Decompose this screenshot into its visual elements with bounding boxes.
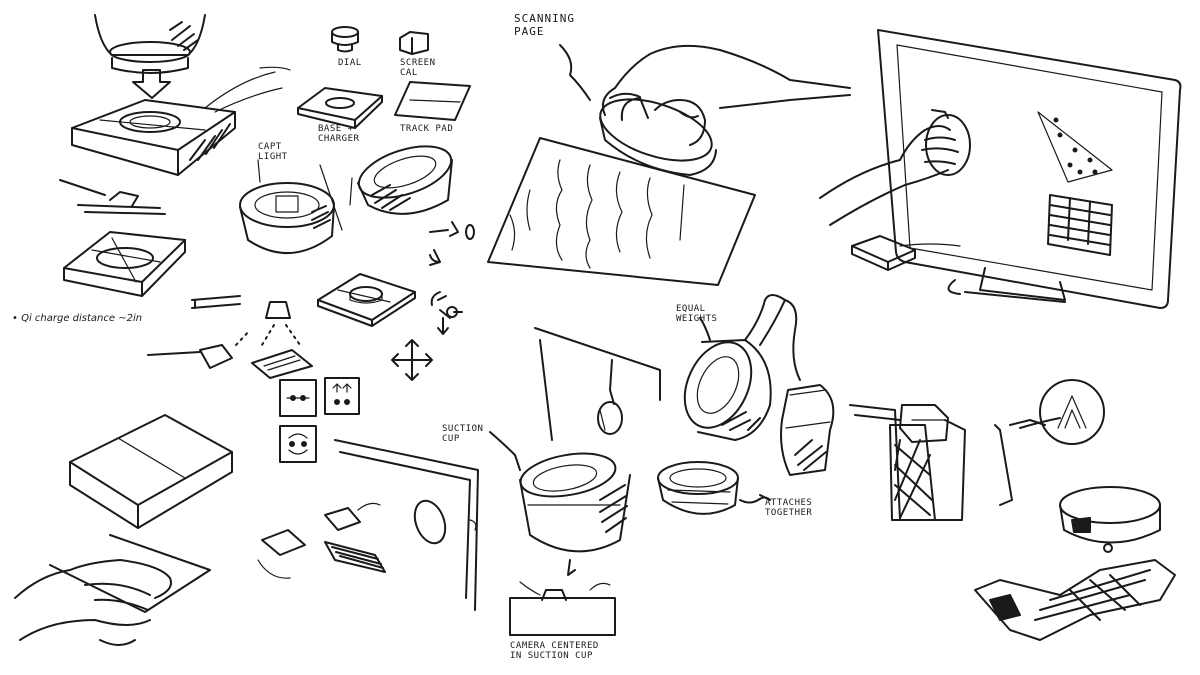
move-arrows-icon (391, 339, 433, 381)
monitor-sketch (877, 29, 1182, 309)
monitor-triangle-shape (1037, 111, 1113, 183)
monitor-edge-sketch (334, 439, 479, 611)
scanning-page-sketch (487, 137, 756, 286)
stand-frame-sketch (849, 404, 966, 521)
camera-in-suction-cup-sketch (509, 581, 616, 636)
hand-on-pad-sketch (14, 534, 211, 646)
screen-cal-sketch (399, 31, 429, 55)
puck-top-sketch (94, 14, 206, 74)
hand-on-monitor-sketch (819, 109, 971, 226)
label-scanning-page: SCANNING PAGE (514, 12, 575, 38)
label-attaches-together: ATTACHES TOGETHER (765, 498, 813, 518)
down-arrow-icon (132, 69, 171, 99)
base-with-puck-sketch (63, 231, 186, 297)
keyboard-sketch (324, 541, 386, 573)
label-track-pad: TRACK PAD (400, 124, 454, 134)
base-charger-small-sketch (297, 87, 383, 129)
leader-lines (489, 44, 1061, 501)
gesture-card-scroll (324, 377, 360, 415)
label-camera-centered: CAMERA CENTERED IN SUCTION CUP (510, 641, 599, 661)
qi-side-sketch (59, 179, 166, 215)
mini-pads-sketch (257, 502, 381, 579)
clip-detail-circle (1039, 379, 1105, 445)
small-pad-near-monitor (851, 235, 961, 271)
flat-base-large-sketch (69, 414, 233, 529)
puck-on-pad-sketch (317, 273, 416, 327)
lamp-stand-sketch (147, 295, 313, 379)
qi-charge-note: • Qi charge distance ~2in (12, 313, 143, 324)
scanner-puck-sketch (599, 92, 717, 176)
gesture-card-swipe (279, 379, 317, 417)
puck-with-pad-sketch (974, 486, 1176, 641)
suction-cup-puck-sketch (519, 452, 631, 576)
track-pad-sketch (394, 81, 471, 121)
label-screen-cal: SCREEN CAL (400, 58, 436, 78)
label-equal-weights: EQUAL WEIGHTS (676, 304, 718, 324)
gesture-card-rotate (279, 425, 317, 463)
hand-on-scanner-sketch (602, 44, 851, 146)
label-dial: DIAL (338, 58, 362, 68)
clip-sketch (994, 419, 1046, 506)
equal-weights-puck-sketch (683, 294, 801, 441)
puck-hanging-on-edge-sketch (534, 327, 661, 441)
label-suction-cup: SUCTION CUP (442, 424, 484, 444)
label-capt-light: CAPT LIGHT (258, 142, 288, 162)
monitor-text-block (1047, 194, 1113, 256)
puck-tilted-sketch (349, 145, 453, 215)
capt-light-puck-sketch (239, 159, 343, 254)
rotation-arrows-icon (429, 221, 475, 335)
label-base-charger: BASE + CHARGER (318, 124, 360, 144)
hanging-puck-sketch (780, 384, 835, 476)
attaches-together-puck-sketch (657, 461, 771, 515)
base-charger-large-sketch (71, 66, 291, 176)
dial-sketch (331, 26, 359, 53)
